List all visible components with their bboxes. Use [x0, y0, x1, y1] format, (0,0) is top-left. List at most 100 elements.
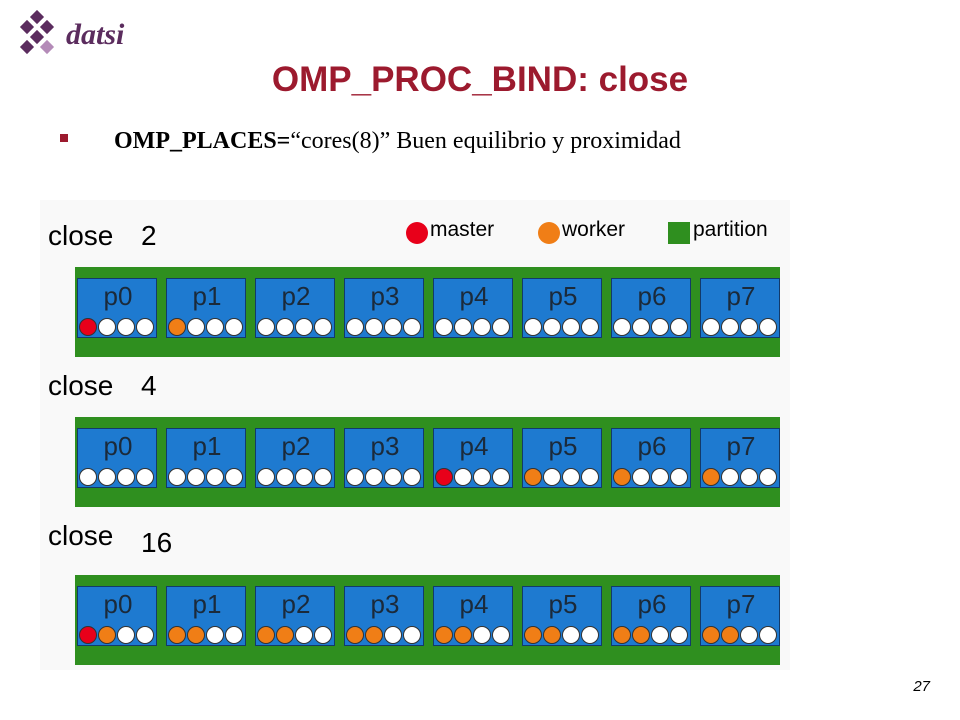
processor-label: p0: [103, 281, 133, 311]
thread-worker: [276, 626, 294, 644]
thread-idle: [759, 468, 777, 486]
processor-label: p4: [459, 589, 489, 619]
thread-idle: [562, 468, 580, 486]
thread-idle: [543, 468, 561, 486]
thread-idle: [276, 468, 294, 486]
thread-master: [435, 468, 453, 486]
processor-p5: p5: [522, 428, 602, 488]
processor-label: p5: [548, 589, 578, 619]
thread-idle: [403, 626, 421, 644]
thread-idle: [98, 318, 116, 336]
thread-idle: [257, 318, 275, 336]
thread-idle: [365, 468, 383, 486]
thread-idle: [314, 318, 332, 336]
thread-idle: [543, 318, 561, 336]
bullet-text: “cores(8)” Buen equilibrio y proximidad: [290, 128, 681, 154]
processor-label: p7: [726, 431, 756, 461]
thread-idle: [384, 626, 402, 644]
processor-p3: p3: [344, 428, 424, 488]
processor-p1: p1: [166, 278, 246, 338]
processor-label: p4: [459, 431, 489, 461]
master-legend-icon: [406, 222, 428, 244]
thread-worker: [613, 468, 631, 486]
processor-p5: p5: [522, 586, 602, 646]
thread-idle: [295, 626, 313, 644]
processor-p0: p0: [77, 586, 157, 646]
thread-idle: [759, 318, 777, 336]
thread-idle: [136, 468, 154, 486]
processor-p7: p7: [700, 278, 780, 338]
processor-p6: p6: [611, 278, 691, 338]
processor-label: p6: [637, 589, 667, 619]
thread-worker: [346, 626, 364, 644]
thread-idle: [721, 318, 739, 336]
processor-p7: p7: [700, 586, 780, 646]
thread-idle: [702, 318, 720, 336]
thread-idle: [670, 626, 688, 644]
thread-worker: [524, 626, 542, 644]
thread-idle: [276, 318, 294, 336]
thread-idle: [98, 468, 116, 486]
legend-worker-label: worker: [562, 218, 626, 241]
thread-idle: [136, 626, 154, 644]
thread-idle: [670, 468, 688, 486]
thread-idle: [740, 468, 758, 486]
thread-idle: [454, 318, 472, 336]
thread-idle: [651, 468, 669, 486]
thread-worker: [632, 626, 650, 644]
processor-p2: p2: [255, 586, 335, 646]
thread-worker: [365, 626, 383, 644]
thread-worker: [435, 626, 453, 644]
thread-idle: [632, 318, 650, 336]
thread-idle: [632, 468, 650, 486]
processor-label: p4: [459, 281, 489, 311]
thread-idle: [759, 626, 777, 644]
thread-idle: [206, 626, 224, 644]
thread-idle: [117, 318, 135, 336]
thread-idle: [651, 318, 669, 336]
thread-idle: [346, 468, 364, 486]
processor-label: p3: [370, 589, 400, 619]
processor-p0: p0: [77, 428, 157, 488]
thread-idle: [314, 626, 332, 644]
datsi-logo: datsi: [14, 10, 134, 58]
processor-p7: p7: [700, 428, 780, 488]
thread-worker: [98, 626, 116, 644]
processor-label: p5: [548, 431, 578, 461]
thread-worker: [702, 468, 720, 486]
thread-idle: [473, 626, 491, 644]
thread-idle: [403, 318, 421, 336]
section-label: close: [48, 370, 114, 401]
thread-idle: [613, 318, 631, 336]
section-label: close: [48, 220, 114, 251]
thread-idle: [524, 318, 542, 336]
processor-label: p2: [281, 281, 311, 311]
thread-idle: [454, 468, 472, 486]
diamond-logo-icon: [19, 10, 55, 55]
thread-idle: [168, 468, 186, 486]
processor-p6: p6: [611, 586, 691, 646]
thread-idle: [492, 626, 510, 644]
thread-worker: [168, 318, 186, 336]
thread-worker: [543, 626, 561, 644]
thread-idle: [225, 468, 243, 486]
logo-text: datsi: [66, 18, 125, 51]
processor-p0: p0: [77, 278, 157, 338]
thread-idle: [740, 626, 758, 644]
legend-master-label: master: [430, 218, 495, 241]
legend-partition-label: partition: [693, 218, 768, 241]
thread-idle: [403, 468, 421, 486]
processor-p4: p4: [433, 586, 513, 646]
processor-p1: p1: [166, 428, 246, 488]
processor-label: p1: [192, 589, 222, 619]
thread-idle: [314, 468, 332, 486]
thread-master: [79, 318, 97, 336]
bullet-bold-text: OMP_PLACES=: [114, 128, 291, 154]
thread-idle: [225, 626, 243, 644]
slide-title: OMP_PROC_BIND: close: [271, 60, 689, 99]
thread-idle: [562, 626, 580, 644]
thread-worker: [257, 626, 275, 644]
thread-idle: [492, 318, 510, 336]
processor-p2: p2: [255, 428, 335, 488]
thread-idle: [136, 318, 154, 336]
